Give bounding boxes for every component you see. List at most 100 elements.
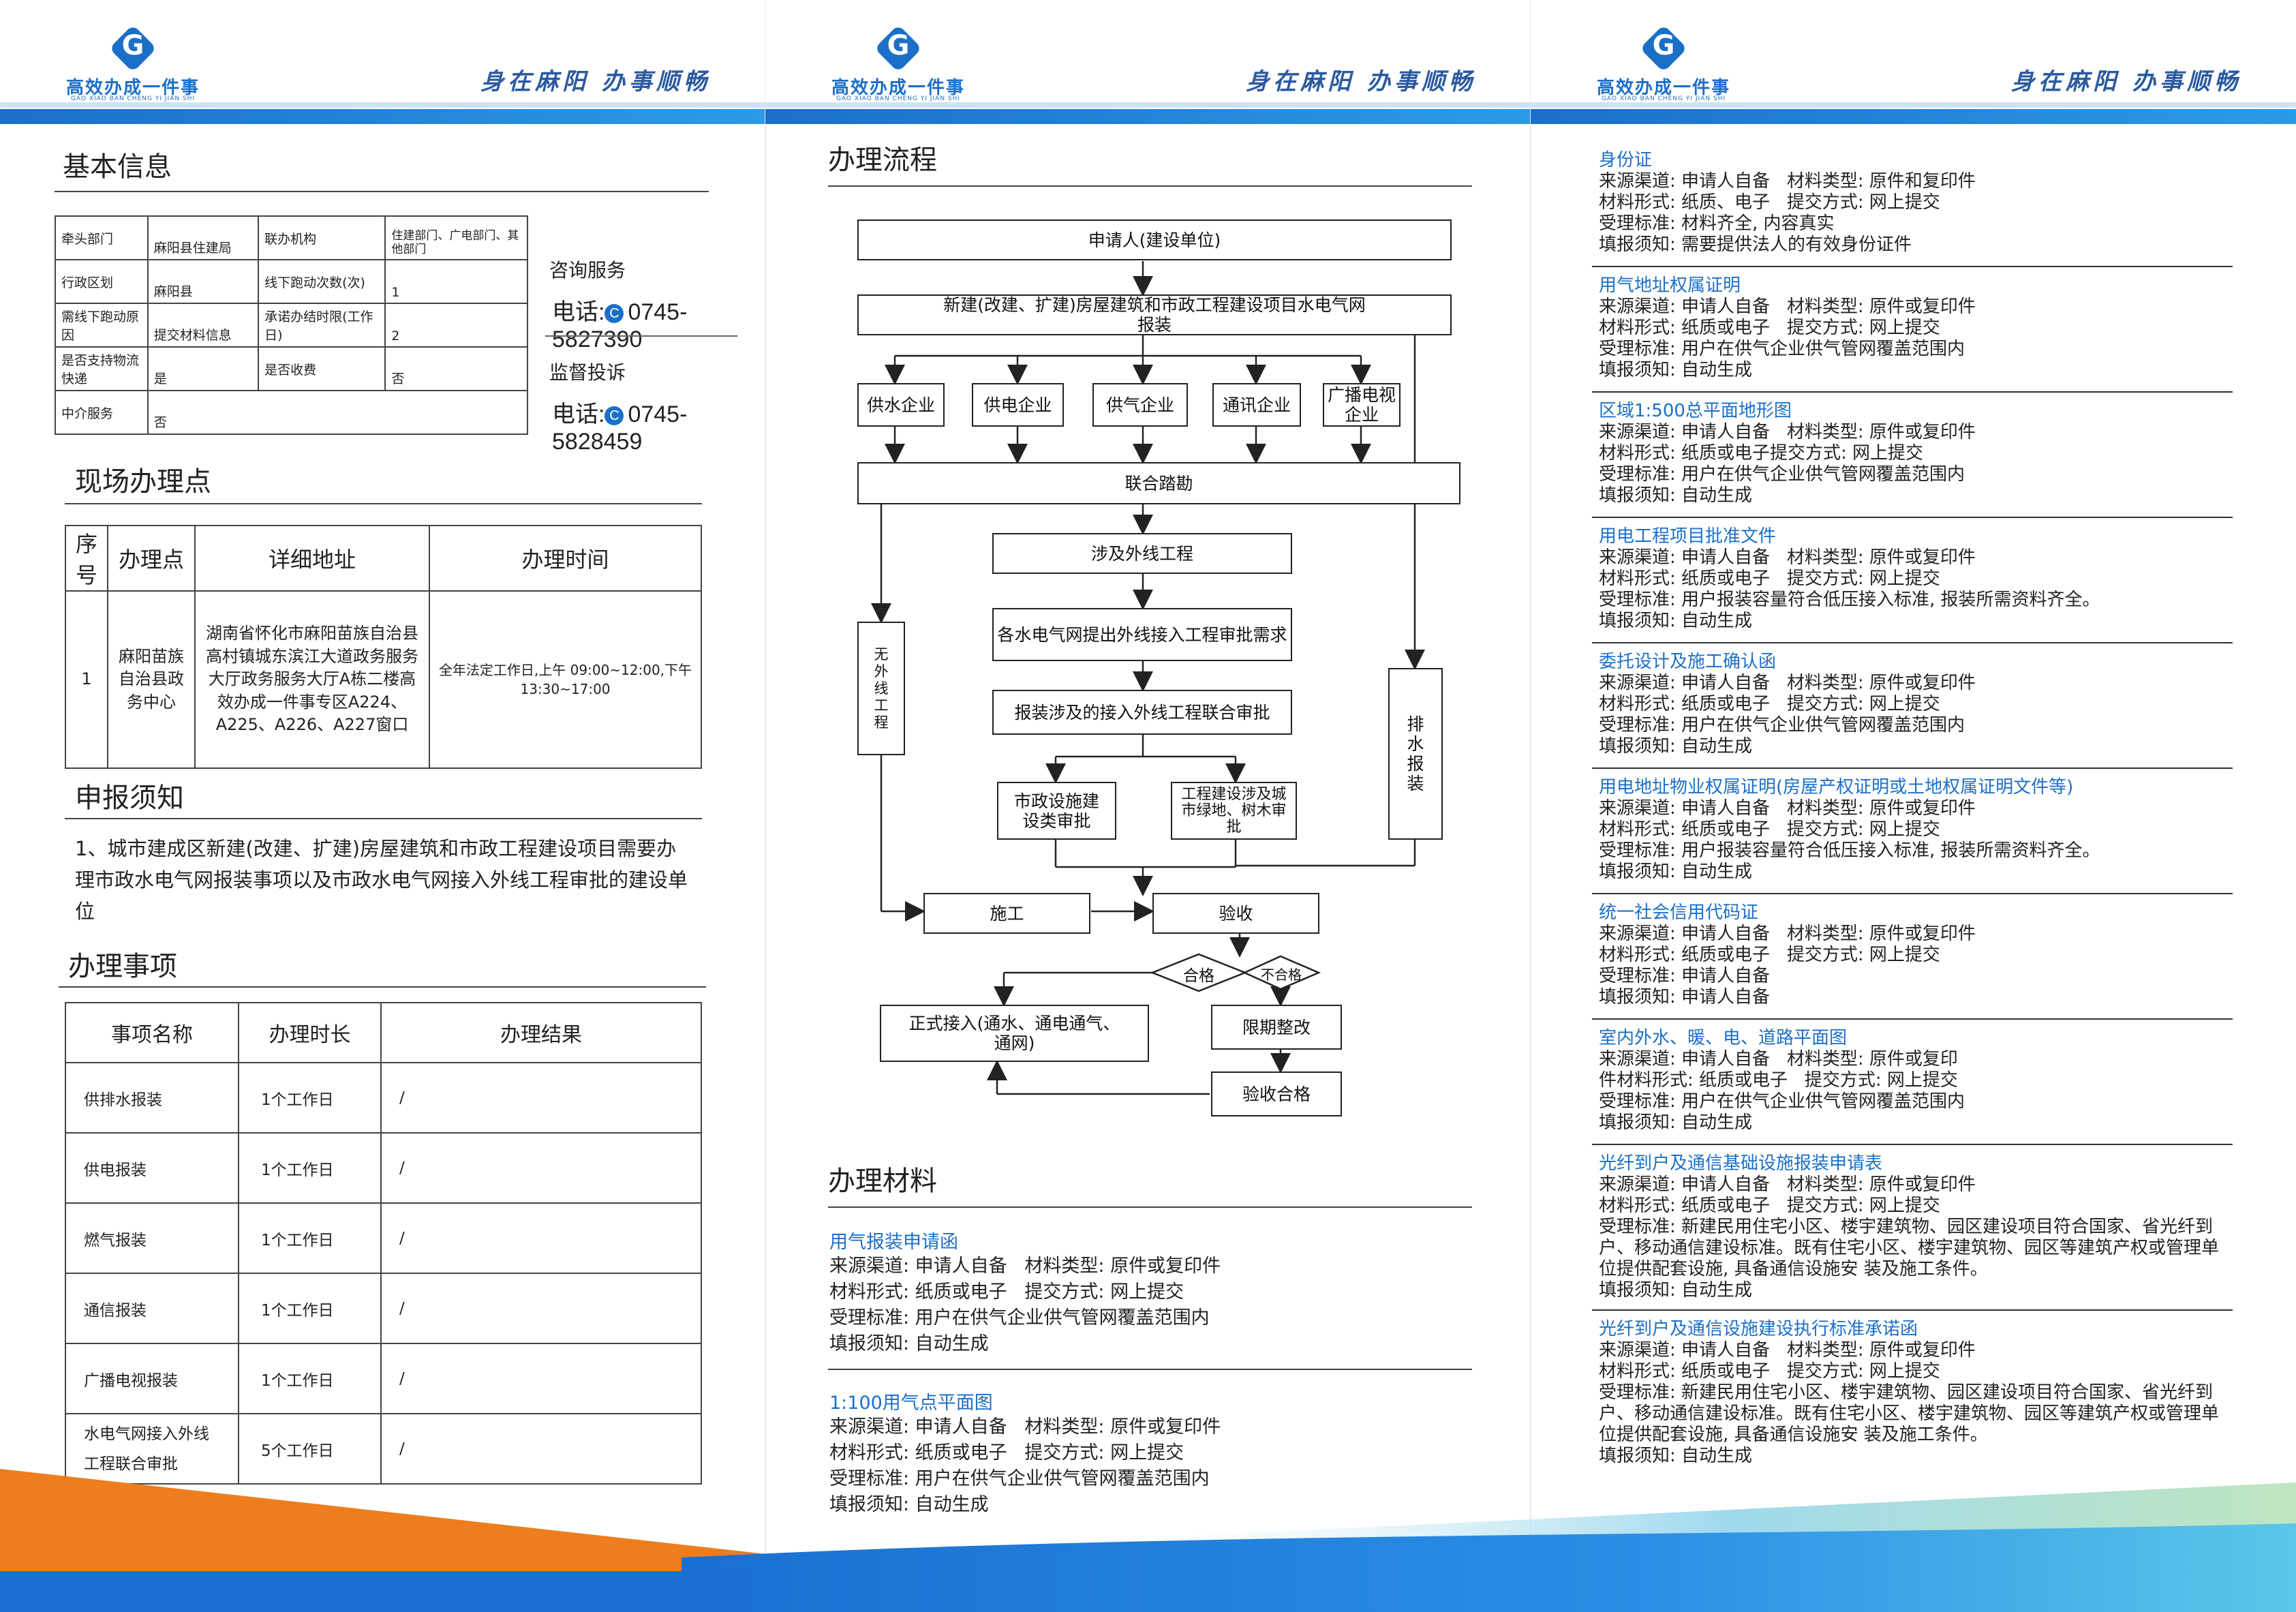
logo-letter: G: [121, 30, 144, 61]
site-no: 1: [65, 590, 108, 769]
basic-info-table: 牵头部门麻阳县住建局联办机构住建部门、广电部门、其他部门行政区划麻阳县线下跑动次…: [55, 215, 529, 435]
header-bar: [1531, 109, 2296, 124]
material-name: 委托设计及施工确认函: [1599, 652, 1777, 672]
material-name: 光纤到户及通信设施建设执行标准承诺函: [1599, 1319, 1918, 1339]
material-name: 1:100用气点平面图: [829, 1393, 993, 1414]
complaint-label: 监督投诉: [549, 361, 626, 384]
panel-right: G 高效办成一件事 GAO XIAO BAN CHENG YI JIAN SHI…: [1531, 0, 2296, 1612]
material-line: 来源渠道: 申请人自备 材料类型: 原件或复印件: [1599, 673, 1976, 693]
divider: [828, 1206, 1472, 1208]
flow-drainage: 排水报装: [1388, 668, 1443, 840]
basic-cell: 中介服务: [55, 390, 149, 435]
flow-applicant: 申请人(建设单位): [857, 219, 1452, 260]
material-line: 来源渠道: 申请人自备 材料类型: 原件或复印件: [1599, 924, 1976, 944]
flow-water: 供水企业: [857, 383, 945, 427]
slogan: 身在麻阳 办事顺畅: [2011, 68, 2241, 95]
divider: [1592, 767, 2233, 769]
logo: G 高效办成一件事 GAO XIAO BAN CHENG YI JIAN SHI: [1592, 24, 1735, 102]
divider: [59, 986, 706, 988]
material-line: 材料形式: 纸质或电子 提交方式: 网上提交: [1599, 568, 1940, 589]
material-line: 材料形式: 纸质或电子 提交方式: 网上提交: [1599, 694, 1940, 714]
logo: G 高效办成一件事 GAO XIAO BAN CHENG YI JIAN SHI: [827, 24, 970, 102]
material-item: 1:100用气点平面图 来源渠道: 申请人自备 材料类型: 原件或复印件 材料形…: [829, 1388, 1477, 1518]
material-item: 用电工程项目批准文件来源渠道: 申请人自备 材料类型: 原件或复印件材料形式: …: [1599, 526, 2233, 632]
flow-joint-survey: 联合踏勘: [857, 462, 1460, 504]
divider: [1592, 893, 2233, 894]
notice-text: 1、城市建成区新建(改建、扩建)房屋建筑和市政工程建设项目需要办理市政水电气网报…: [75, 837, 688, 923]
slogan: 身在麻阳 办事顺畅: [480, 68, 711, 95]
material-item: 身份证来源渠道: 申请人自备 材料类型: 原件和复印件材料形式: 纸质、电子 提…: [1599, 150, 2233, 256]
item-result: /: [380, 1202, 702, 1274]
material-line: 来源渠道: 申请人自备 材料类型: 原件或复印件: [829, 1256, 1221, 1277]
site-address: 湖南省怀化市麻阳苗族自治县高村镇城东滨江大道政务服务大厅政务服务大厅A栋二楼高效…: [194, 590, 430, 769]
basic-cell: 1: [384, 259, 528, 304]
divider: [1592, 642, 2233, 643]
material-line: 填报须知: 自动生成: [829, 1333, 989, 1354]
item-duration: 1个工作日: [238, 1343, 382, 1414]
material-line: 材料形式: 纸质或电子 提交方式: 网上提交: [829, 1281, 1184, 1303]
flow-connect: 正式接入(通水、通电通气、通网): [880, 1005, 1149, 1062]
material-line: 受理标准: 新建民用住宅小区、楼宇建筑物、园区建设项目符合国家、省光纤到户、移动…: [1599, 1382, 2220, 1445]
divider: [828, 185, 1472, 187]
divider: [1592, 1309, 2233, 1311]
flow-construction: 施工: [923, 893, 1090, 934]
material-line: 材料形式: 纸质或电子 提交方式: 网上提交: [1599, 1361, 1940, 1382]
phone-icon: C: [604, 304, 624, 324]
divider: [1592, 391, 2233, 393]
table-row: 牵头部门麻阳县住建局联办机构住建部门、广电部门、其他部门: [55, 215, 528, 260]
material-line: 填报须知: 自动生成: [1599, 1446, 1753, 1466]
item-duration: 1个工作日: [238, 1132, 382, 1204]
material-item: 区域1:500总平面地形图来源渠道: 申请人自备 材料类型: 原件或复印件材料形…: [1599, 401, 2233, 506]
material-line: 填报须知: 自动生成: [1599, 862, 1753, 882]
material-line: 材料形式: 纸质或电子 提交方式: 网上提交: [1599, 1196, 1940, 1216]
material-item: 用气报装申请函 来源渠道: 申请人自备 材料类型: 原件或复印件 材料形式: 纸…: [829, 1227, 1477, 1357]
fold-line: [765, 0, 766, 1612]
material-line: 来源渠道: 申请人自备 材料类型: 原件或复印件: [1599, 1340, 1976, 1360]
basic-cell: 是: [147, 346, 260, 391]
section-title-notice: 申报须知: [75, 782, 184, 814]
complaint-phone-number: 0745-5828459: [552, 401, 688, 455]
basic-cell: 麻阳县住建局: [147, 215, 260, 260]
item-name: 供电报装: [65, 1132, 239, 1204]
site-header-time: 办理时间: [429, 525, 702, 592]
material-line: 受理标准: 用户在供气企业供气管网覆盖范围内: [1599, 715, 1965, 735]
material-line: 来源渠道: 申请人自备 材料类型: 原件或复印: [1599, 1049, 1958, 1069]
material-name: 统一社会信用代码证: [1599, 902, 1759, 923]
item-result: /: [380, 1413, 702, 1485]
panel-middle: G 高效办成一件事 GAO XIAO BAN CHENG YI JIAN SHI…: [765, 0, 1531, 1612]
flow-greenland: 工程建设涉及城市绿地、树木审批: [1171, 782, 1297, 840]
footer-wave: [0, 1469, 2296, 1612]
material-line: 受理标准: 用户在供气企业供气管网覆盖范围内: [1599, 339, 1965, 359]
material-line: 材料形式: 纸质或电子 提交方式: 网上提交: [1599, 819, 1940, 840]
header-bar: [765, 109, 1531, 124]
basic-cell: 牵头部门: [55, 215, 149, 260]
site-header-no: 序号: [65, 525, 108, 592]
logo-text: 高效办成一件事: [831, 78, 965, 98]
flow-tv: 广播电视企业: [1323, 383, 1400, 427]
material-line: 受理标准: 新建民用住宅小区、楼宇建筑物、园区建设项目符合国家、省光纤到户、移动…: [1599, 1217, 2220, 1279]
material-line: 填报须知: 申请人自备: [1599, 987, 1771, 1007]
divider: [545, 335, 737, 337]
material-line: 受理标准: 用户报装容量符合低压接入标准, 报装所需资料齐全。: [1599, 840, 2100, 861]
complaint-phone-label: 电话:: [552, 401, 605, 427]
material-name: 用气报装申请函: [829, 1232, 958, 1253]
logo-subtext: GAO XIAO BAN CHENG YI JIAN SHI: [1601, 95, 1726, 102]
material-item: 光纤到户及通信设施建设执行标准承诺函来源渠道: 申请人自备 材料类型: 原件或复…: [1599, 1319, 2233, 1467]
basic-cell: 否: [384, 346, 528, 391]
logo: G 高效办成一件事 GAO XIAO BAN CHENG YI JIAN SHI: [61, 24, 204, 102]
material-item: 用电地址物业权属证明(房屋产权证明或土地权属证明文件等)来源渠道: 申请人自备 …: [1599, 777, 2233, 883]
basic-cell: 是否收费: [258, 346, 386, 391]
flow-external: 涉及外线工程: [992, 533, 1292, 574]
table-row: 行政区划麻阳县线下跑动次数(次)1: [55, 259, 528, 304]
header-bar: [0, 109, 765, 124]
material-line: 受理标准: 用户在供气企业供气管网覆盖范围内: [829, 1307, 1210, 1328]
site-header-point: 办理点: [107, 525, 196, 592]
slogan: 身在麻阳 办事顺畅: [1246, 68, 1476, 95]
basic-cell: 线下跑动次数(次): [258, 259, 386, 304]
item-result: /: [380, 1343, 702, 1414]
flow-apply: 新建(改建、扩建)房屋建筑和市政工程建设项目水电气网报装: [857, 294, 1452, 335]
material-item: 委托设计及施工确认函来源渠道: 申请人自备 材料类型: 原件或复印件材料形式: …: [1599, 652, 2233, 757]
basic-cell: 需线下跑动原因: [55, 303, 149, 348]
